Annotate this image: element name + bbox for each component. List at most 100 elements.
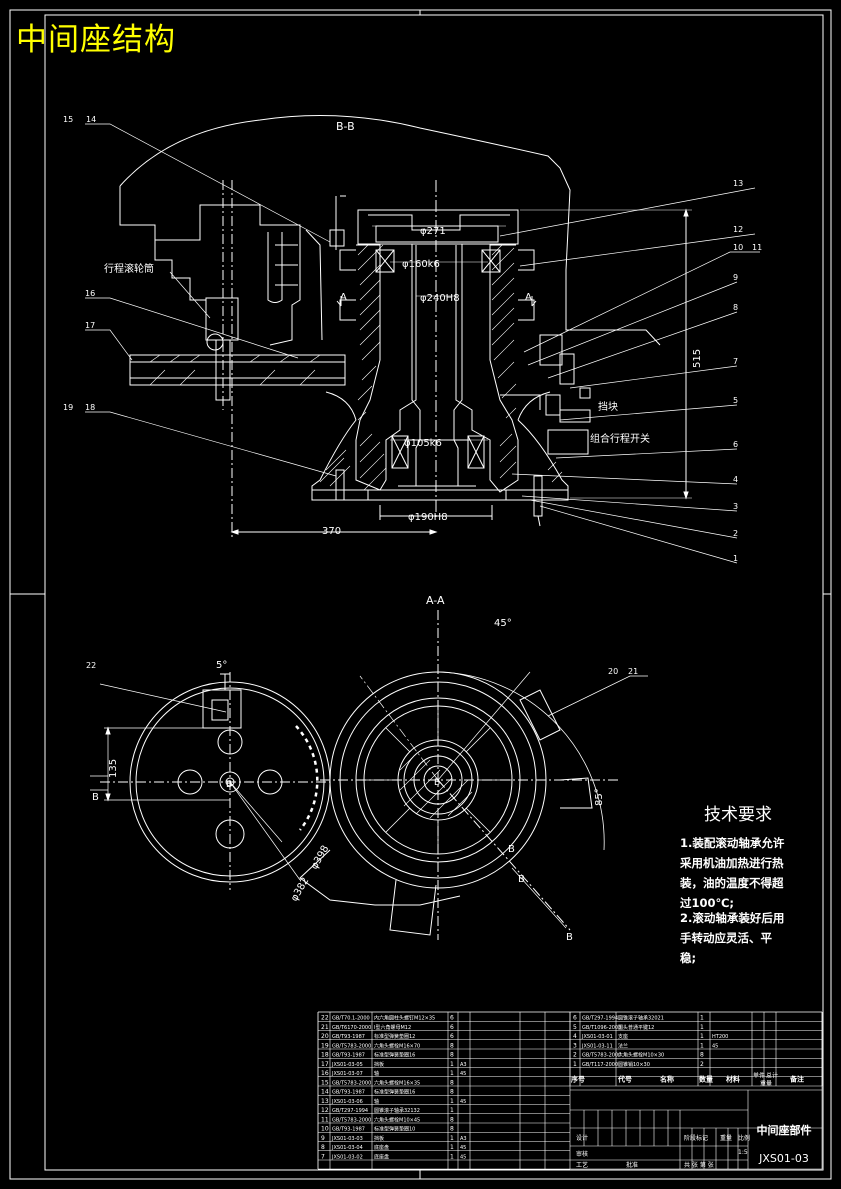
tech-req-line-3: 装，油的温度不得超 [680, 876, 784, 890]
part-balloon-8: 8 [733, 303, 738, 312]
part-balloon-10: 10 [733, 243, 743, 252]
parts-right-row-2-mat: HT200 [712, 1034, 728, 1040]
parts-right-row-3-code: JXS01-03-11 [581, 1043, 613, 1049]
part-balloon-14: 14 [86, 115, 96, 124]
parts-left-row-5-mat: A3 [460, 1062, 467, 1068]
tech-req-line-5: 2.滚动轴承装好后用 [680, 911, 785, 925]
parts-list-table [317, 1011, 823, 1170]
part-balloon-7: 7 [733, 357, 738, 366]
parts-right-row-2-code: JXS01-03-01 [581, 1034, 613, 1040]
parts-left-row-4-no: 18 [321, 1052, 329, 1059]
section-bb-view [85, 115, 760, 564]
parts-right-row-4-code: GB/T5783-2000 [582, 1053, 621, 1059]
tb-part-name: 中间座部件 [757, 1123, 812, 1137]
parts-left-row-6-name: 轴 [374, 1070, 379, 1077]
section-mark-b-mid1: B [508, 844, 515, 855]
part-balloon-20: 20 [608, 667, 618, 676]
parts-left-row-13-qty: 1 [450, 1135, 454, 1142]
parts-left-row-11-qty: 8 [450, 1116, 454, 1123]
parts-left-row-3-no: 19 [321, 1042, 329, 1049]
dim-515: 515 [692, 349, 703, 368]
parts-left-row-7-qty: 8 [450, 1079, 454, 1086]
parts-right-row-0-code: GB/T297-1994 [582, 1016, 618, 1022]
parts-left-row-9-no: 13 [321, 1098, 329, 1105]
parts-left-row-11-name: 六角头螺栓M10×45 [374, 1116, 420, 1123]
parts-left-row-1-name: I型六角螺母M12 [374, 1024, 411, 1031]
parts-left-row-7-no: 15 [321, 1079, 329, 1086]
dim-135: 135 [108, 759, 119, 778]
drawing-title: 中间座结构 [16, 22, 176, 58]
parts-right-row-3-no: 3 [573, 1042, 577, 1049]
parts-left-row-10-no: 12 [321, 1107, 329, 1114]
parts-left-row-12-qty: 8 [450, 1126, 454, 1133]
part-balloon-1: 1 [733, 554, 738, 563]
parts-right-row-4-name: 六角头螺栓M10×30 [618, 1052, 664, 1059]
part-balloon-12: 12 [733, 225, 743, 234]
parts-left-row-15-mat: 45 [460, 1154, 466, 1160]
parts-left-row-15-no: 7 [321, 1153, 325, 1160]
parts-left-row-14-name: 底座盘 [374, 1144, 389, 1151]
parts-left-row-9-code: JXS01-03-06 [331, 1099, 363, 1105]
parts-left-row-9-qty: 1 [450, 1098, 454, 1105]
tb-scale-value: 1:5 [738, 1149, 748, 1156]
dim-d105k6: φ105k6 [404, 438, 442, 449]
parts-left-row-4-qty: 8 [450, 1052, 454, 1059]
parts-left-row-5-qty: 1 [450, 1061, 454, 1068]
section-mark-b-hub2: B [434, 778, 440, 788]
parts-left-row-12-no: 10 [321, 1126, 329, 1133]
tech-req-line-2: 采用机油加热进行热 [680, 856, 784, 870]
section-mark-b-mid2: B [518, 874, 525, 885]
tech-req-line-7: 稳; [680, 951, 697, 965]
part-balloon-18: 18 [85, 403, 95, 412]
part-balloon-6: 6 [733, 440, 738, 449]
parts-right-row-4-no: 2 [573, 1052, 577, 1059]
part-balloon-15: 15 [63, 115, 73, 124]
bom-header-unit-weight: 单件 [753, 1072, 765, 1080]
part-balloon-9: 9 [733, 273, 738, 282]
parts-left-row-14-mat: 45 [460, 1145, 466, 1151]
view-label-bb: B-B [336, 120, 355, 133]
dim-d271: φ271 [420, 226, 446, 237]
parts-right-row-2-qty: 1 [700, 1033, 704, 1040]
section-mark-b-left: B [92, 792, 99, 803]
parts-left-row-9-name: 轴 [374, 1098, 379, 1105]
parts-right-row-1-no: 5 [573, 1024, 577, 1031]
dim-d160k6: φ160k6 [402, 259, 440, 270]
parts-right-row-1-code: GB/T1096-2003 [582, 1025, 621, 1031]
dim-d190h8: φ190H8 [408, 512, 448, 523]
tb-sheet-count: 共 张 第 张 [684, 1161, 714, 1169]
parts-left-row-4-code: GB/T93-1987 [332, 1053, 365, 1059]
parts-left-row-9-mat: 45 [460, 1099, 466, 1105]
parts-left-row-2-no: 20 [321, 1033, 329, 1040]
tb-label-stage: 阶段标记 [684, 1134, 708, 1142]
parts-left-row-6-no: 16 [321, 1070, 329, 1077]
parts-right-row-3-mat: 45 [712, 1043, 718, 1049]
part-balloon-19: 19 [63, 403, 73, 412]
section-mark-b-right: B [566, 932, 573, 943]
tech-req-title: 技术要求 [704, 805, 772, 825]
parts-left-row-5-code: JXS01-03-05 [331, 1062, 363, 1068]
bom-header-qty: 数量 [699, 1075, 713, 1084]
parts-left-row-6-mat: 45 [460, 1071, 466, 1077]
bom-header-total-weight: 总计 [766, 1072, 778, 1080]
parts-right-row-5-no: 1 [573, 1061, 577, 1068]
tb-label-scale: 比例 [738, 1134, 750, 1142]
parts-left-row-14-qty: 1 [450, 1144, 454, 1151]
part-balloon-4: 4 [733, 475, 738, 484]
sheet-border [9, 9, 832, 1180]
dim-85deg: 85° [594, 788, 605, 806]
parts-right-row-0-name: 圆锥滚子轴承32021 [618, 1015, 664, 1022]
parts-left-row-8-code: GB/T93-1987 [332, 1090, 365, 1096]
parts-left-row-8-qty: 8 [450, 1089, 454, 1096]
tech-req-line-6: 手转动应灵活、平 [680, 931, 772, 945]
tb-label-approve: 批准 [626, 1161, 638, 1169]
parts-left-row-3-code: GB/T5783-2000 [332, 1043, 371, 1049]
tb-label-check: 审核 [576, 1150, 588, 1158]
parts-right-row-0-no: 6 [573, 1015, 577, 1022]
dim-370: 370 [322, 526, 341, 537]
parts-left-row-4-name: 标准型弹簧垫圈16 [374, 1052, 415, 1059]
parts-left-row-2-qty: 6 [450, 1033, 454, 1040]
part-balloon-17: 17 [85, 321, 95, 330]
parts-left-row-5-no: 17 [321, 1061, 329, 1068]
